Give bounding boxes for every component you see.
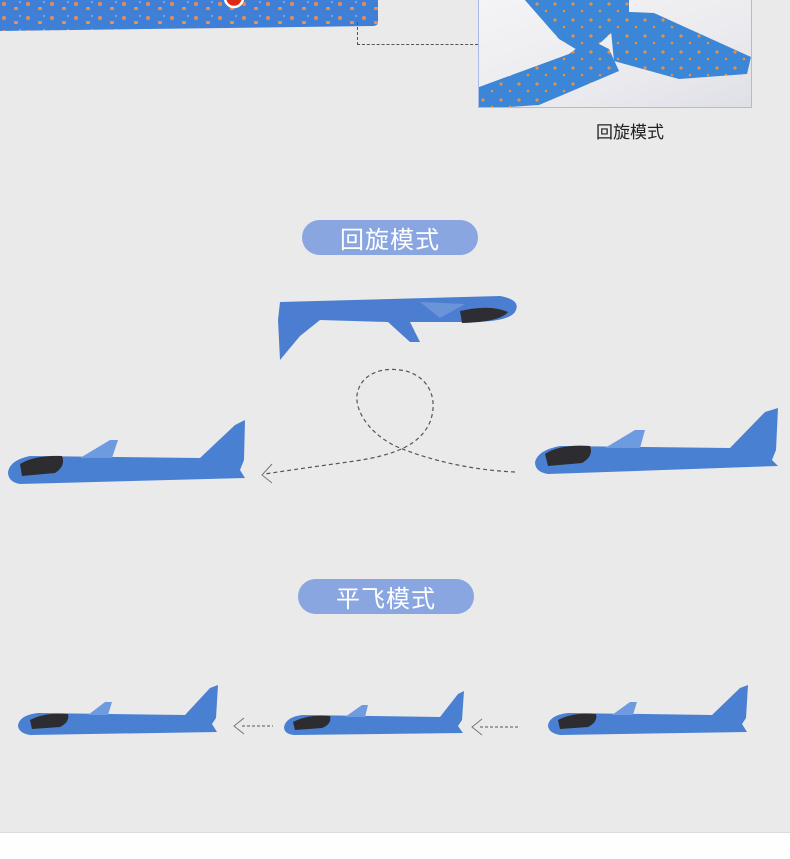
page-footer-whitespace bbox=[0, 832, 790, 859]
arrow-left-1-icon bbox=[233, 717, 273, 735]
callout-connector-line bbox=[357, 22, 478, 45]
plane-left-icon bbox=[8, 420, 245, 484]
detail-photo-caption: 回旋模式 bbox=[596, 123, 664, 143]
plane-upside-down-icon bbox=[278, 296, 517, 360]
plane-level-3-icon bbox=[548, 685, 748, 735]
loop-flight-path bbox=[8, 368, 778, 484]
arrow-left-2-icon bbox=[471, 718, 520, 736]
level-flight-row bbox=[18, 685, 748, 736]
level-mode-badge: 平飞模式 bbox=[298, 579, 474, 614]
plane-level-1-icon bbox=[18, 685, 218, 735]
product-photo-wing bbox=[0, 0, 380, 32]
plane-level-2-icon bbox=[284, 691, 464, 735]
detail-photo-tail bbox=[478, 0, 752, 108]
plane-right-icon bbox=[535, 408, 778, 474]
loop-mode-badge: 回旋模式 bbox=[302, 220, 478, 255]
product-detail-section: 回旋模式 回旋模式 平飞模式 bbox=[0, 0, 790, 832]
